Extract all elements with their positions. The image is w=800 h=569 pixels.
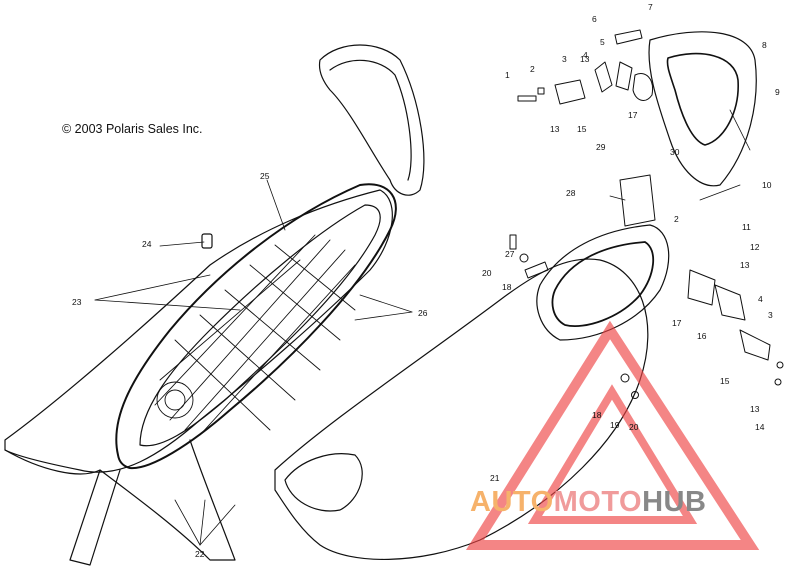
- seat-cushion-inner: [329, 59, 412, 181]
- callout: 10: [762, 180, 772, 190]
- watermark-part-hub: HUB: [642, 486, 707, 518]
- seat-cushion: [318, 44, 425, 196]
- callout: 3: [768, 310, 773, 320]
- callout: 1: [505, 70, 510, 80]
- callout: 26: [418, 308, 428, 318]
- hood-lip: [284, 453, 363, 512]
- callout: 23: [72, 297, 82, 307]
- callout: 22: [195, 549, 205, 559]
- watermark-logo: AUTOMOTOHUB: [470, 486, 706, 519]
- callout: 7: [648, 2, 653, 12]
- callout: 6: [592, 14, 597, 24]
- callout-numbers: 1 2 3 4 5 6 7 8 9 10 11 12 13 13 13 13 1…: [72, 2, 780, 559]
- callout: 15: [577, 124, 587, 134]
- callout: 20: [629, 422, 639, 432]
- callout: 13: [550, 124, 560, 134]
- callout: 2: [530, 64, 535, 74]
- watermark-part-moto: MOTO: [553, 486, 643, 518]
- hood-panel-inner: [551, 241, 655, 327]
- callout: 16: [697, 331, 707, 341]
- seat-pan-grid: [154, 234, 356, 436]
- callout: 5: [600, 37, 605, 47]
- callout: 19: [610, 420, 620, 430]
- callout: 15: [720, 376, 730, 386]
- callout: 11: [742, 222, 751, 232]
- callout: 27: [505, 249, 515, 259]
- bolt-24: [201, 233, 213, 249]
- callout: 8: [762, 40, 767, 50]
- callout: 21: [490, 473, 500, 483]
- callout: 18: [502, 282, 512, 292]
- hardware-small-parts: [509, 29, 784, 399]
- callout: 25: [260, 171, 270, 181]
- callout: 14: [755, 422, 765, 432]
- console-cover: [648, 31, 757, 187]
- callout: 13: [580, 54, 590, 64]
- callout: 2: [674, 214, 679, 224]
- leader-lines: [94, 109, 751, 546]
- callout: 12: [750, 242, 760, 252]
- callout: 9: [775, 87, 780, 97]
- callout: 13: [740, 260, 750, 270]
- seat-pan-inner: [139, 204, 381, 447]
- watermark-part-auto: AUTO: [470, 486, 554, 518]
- callout: 17: [628, 110, 638, 120]
- seat-base-outline: [4, 189, 393, 473]
- callout: 29: [596, 142, 606, 152]
- copyright-notice: © 2003 Polaris Sales Inc.: [62, 122, 203, 136]
- callout: 20: [482, 268, 492, 278]
- callout: 4: [758, 294, 763, 304]
- seat-pan-frame: [115, 183, 397, 470]
- seat-skirt-left: [4, 449, 121, 566]
- console-window: [666, 52, 739, 146]
- callout: 28: [566, 188, 576, 198]
- callout: 30: [670, 147, 680, 157]
- watermark-triangle: [465, 320, 760, 550]
- callout: 4: [583, 50, 588, 60]
- callout: 17: [672, 318, 682, 328]
- callout: 3: [562, 54, 567, 64]
- callout: 18: [592, 410, 602, 420]
- seat-skirt-right: [99, 439, 236, 561]
- callout: 24: [142, 239, 152, 249]
- callout: 13: [750, 404, 760, 414]
- hood-panel: [536, 224, 670, 341]
